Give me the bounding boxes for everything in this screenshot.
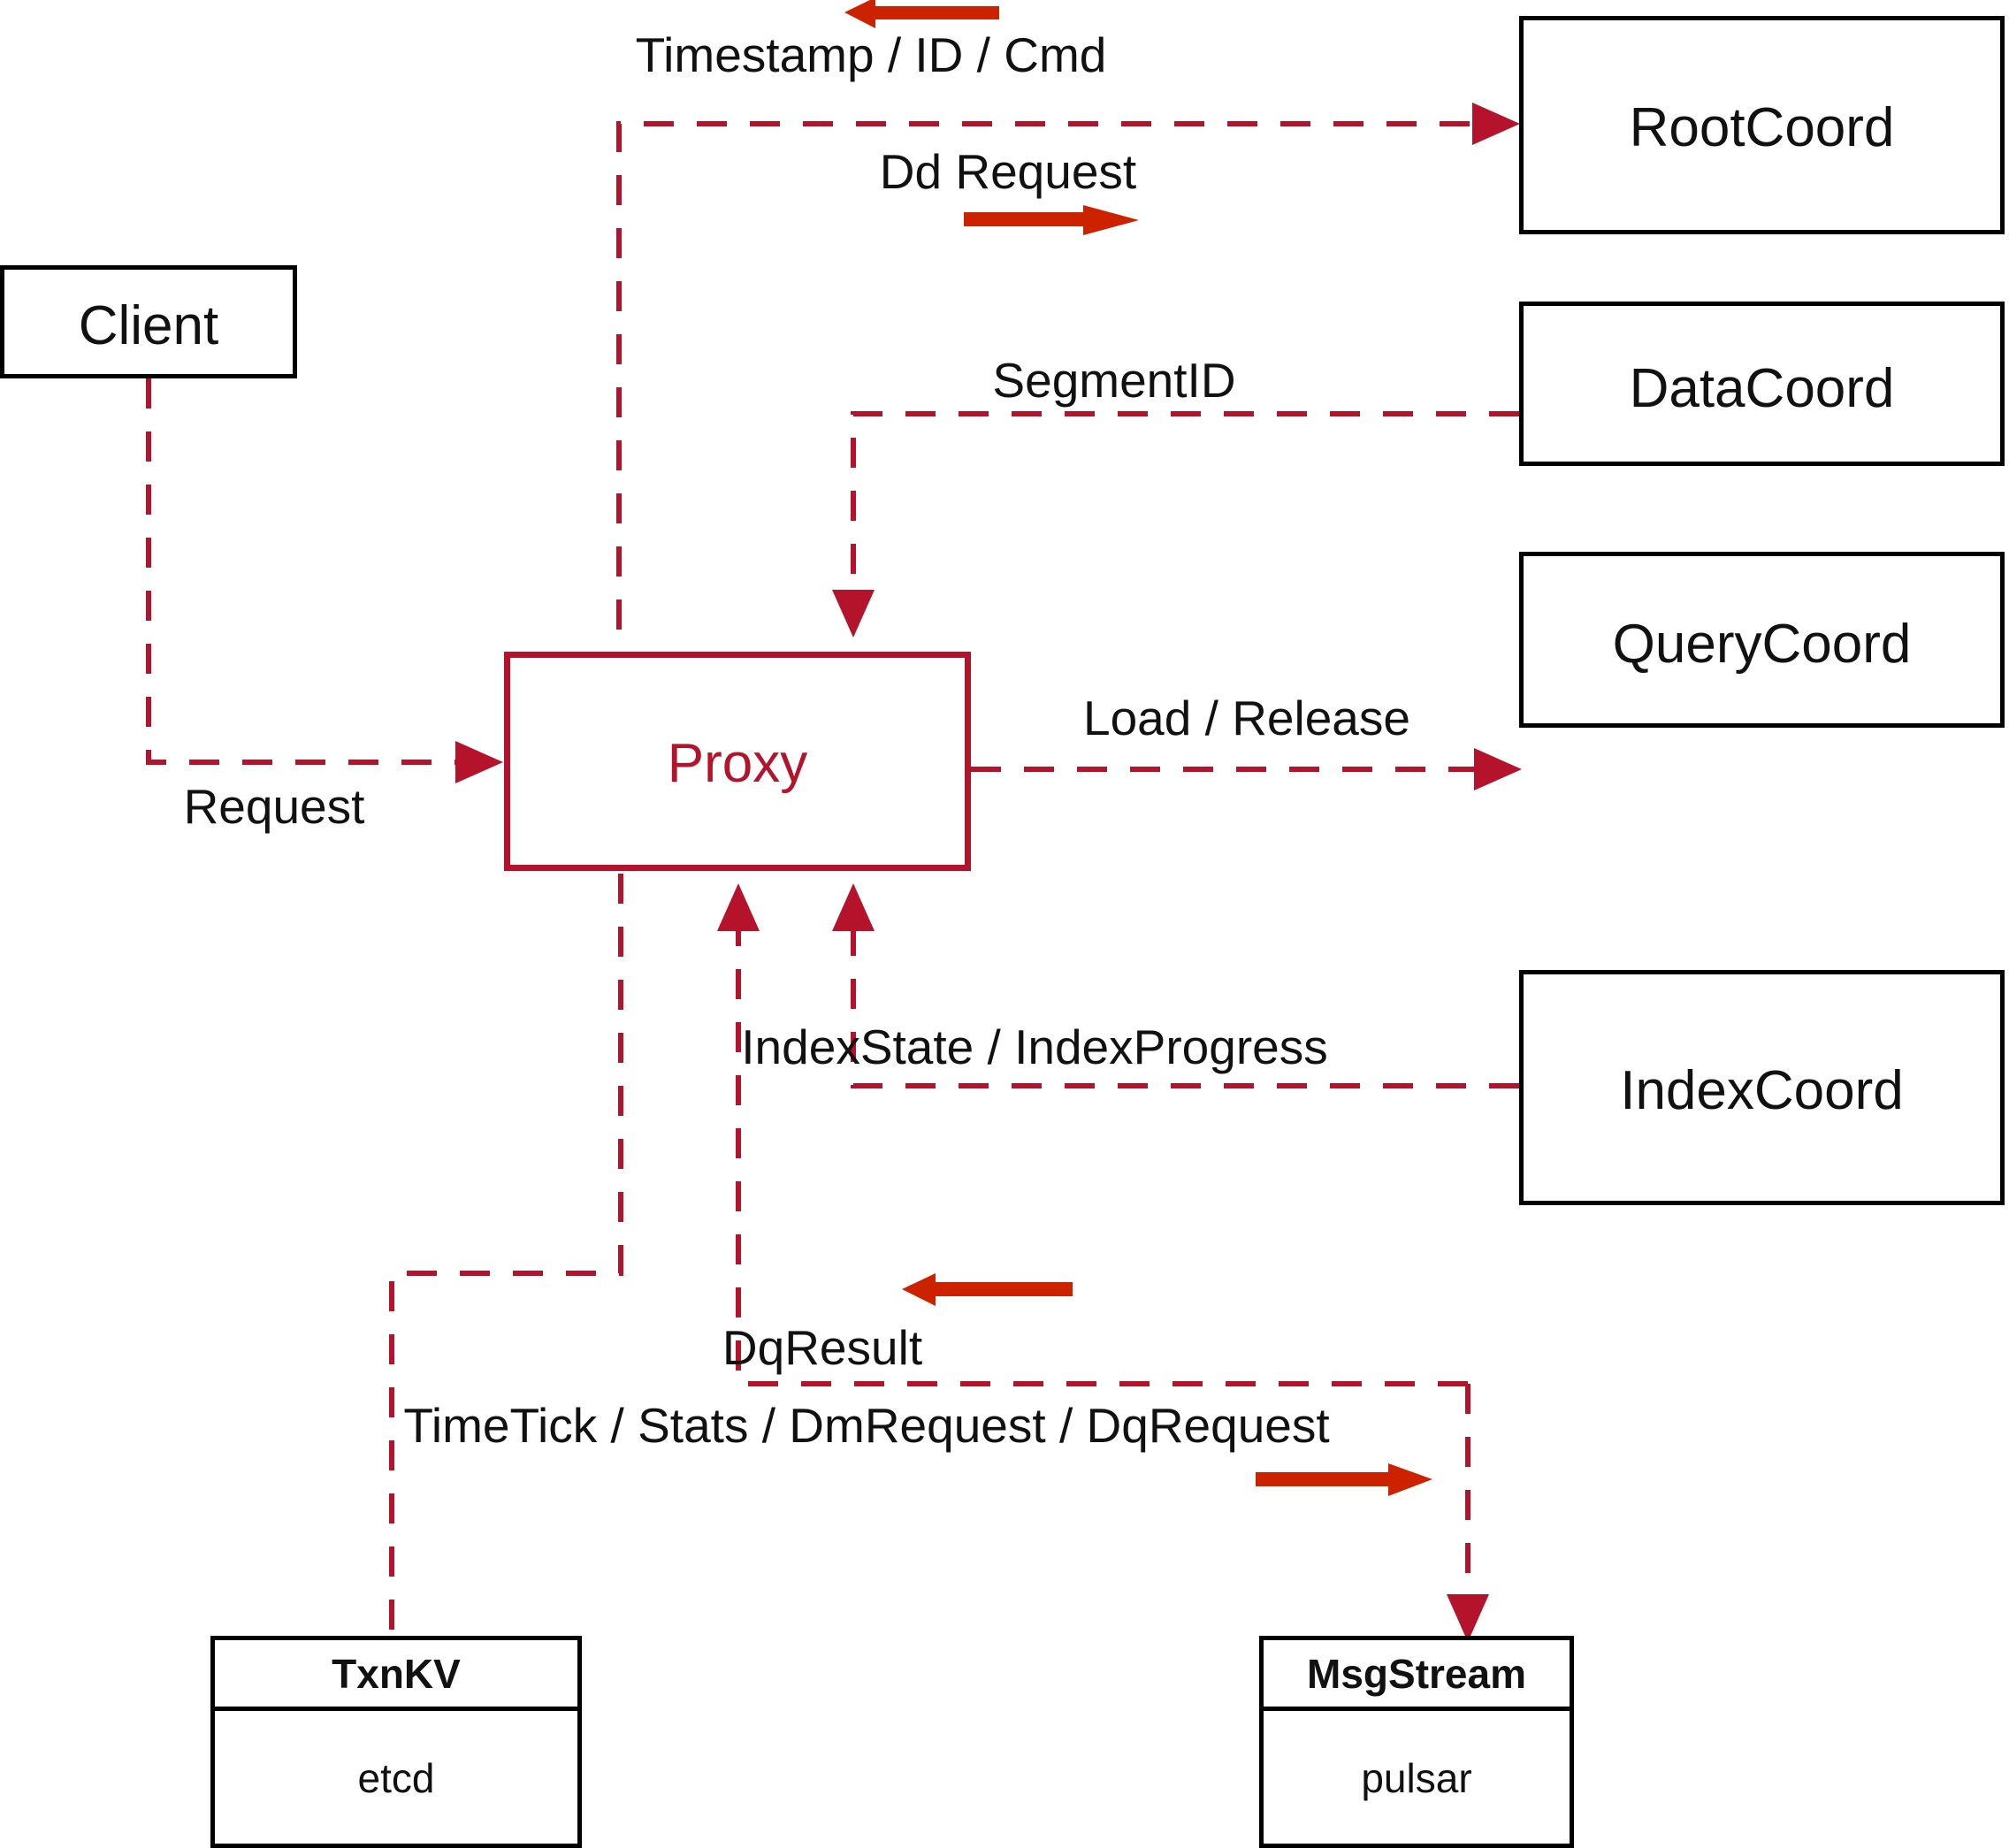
edge-label-timestamp-id-cmd: Timestamp / ID / Cmd xyxy=(635,27,1107,82)
node-datacoord-label: DataCoord xyxy=(1629,358,1895,419)
node-txnkv-body: etcd xyxy=(357,1755,435,1801)
dq-result-arrow-icon xyxy=(902,1273,1073,1306)
edge-label-timetick-stats: TimeTick / Stats / DmRequest / DqRequest xyxy=(403,1398,1330,1453)
node-client[interactable]: Client xyxy=(0,265,297,378)
edge-label-segment-id: SegmentID xyxy=(992,353,1236,408)
node-msgstream-body: pulsar xyxy=(1361,1755,1472,1801)
edge-label-dq-result: DqResult xyxy=(722,1320,923,1375)
node-msgstream-header: MsgStream xyxy=(1264,1640,1570,1711)
node-rootcoord-label: RootCoord xyxy=(1629,97,1895,158)
node-indexcoord-label: IndexCoord xyxy=(1620,1060,1904,1121)
node-msgstream[interactable]: MsgStream pulsar xyxy=(1259,1636,1574,1848)
node-txnkv[interactable]: TxnKV etcd xyxy=(210,1636,582,1848)
node-client-label: Client xyxy=(78,295,219,356)
node-datacoord[interactable]: DataCoord xyxy=(1519,302,2005,466)
node-querycoord-label: QueryCoord xyxy=(1612,614,1912,675)
timetick-arrow-icon xyxy=(1256,1463,1432,1496)
edge-label-request: Request xyxy=(183,779,365,834)
node-querycoord[interactable]: QueryCoord xyxy=(1519,552,2005,728)
edge-label-dd-request: Dd Request xyxy=(879,144,1137,199)
edge-label-load-release: Load / Release xyxy=(1083,691,1410,745)
node-indexcoord[interactable]: IndexCoord xyxy=(1519,970,2005,1205)
node-rootcoord[interactable]: RootCoord xyxy=(1519,16,2005,234)
timestamp-arrow-icon xyxy=(844,0,999,28)
node-txnkv-header: TxnKV xyxy=(215,1640,577,1711)
node-proxy-label: Proxy xyxy=(667,733,808,794)
node-proxy[interactable]: Proxy xyxy=(504,652,971,871)
dd-request-arrow-icon xyxy=(964,205,1139,235)
edge-label-index-state: IndexState / IndexProgress xyxy=(741,1019,1328,1074)
